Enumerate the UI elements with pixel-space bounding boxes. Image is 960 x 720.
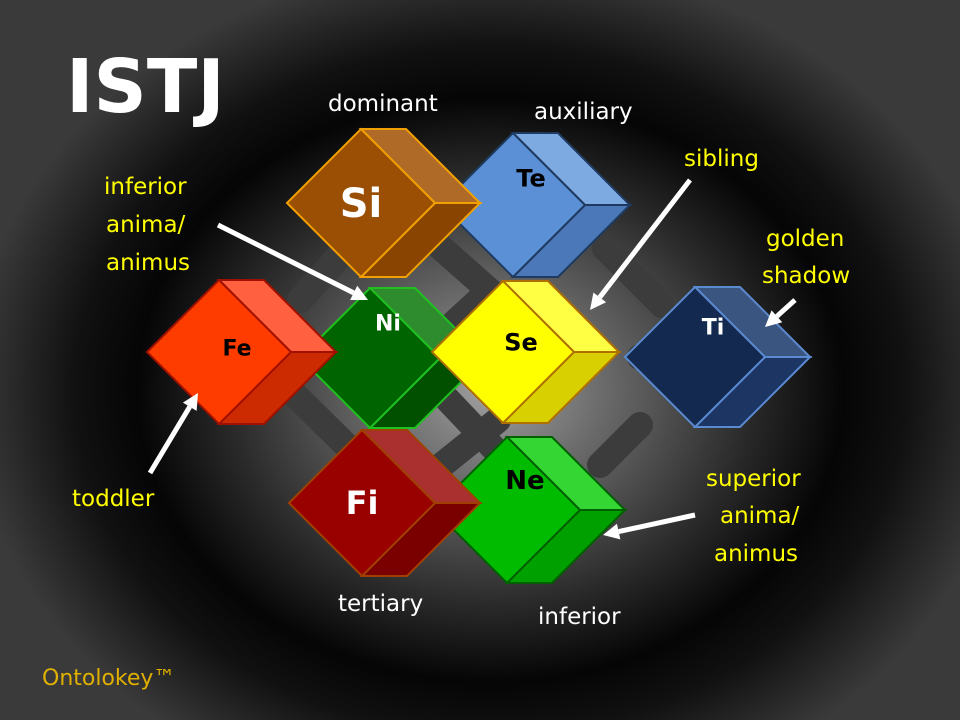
- function-label: Ni: [375, 312, 401, 337]
- label-tertiary: tertiary: [338, 591, 423, 617]
- cube-ti: Ti: [623, 285, 813, 429]
- function-label: Te: [516, 164, 545, 192]
- connector-rod: [439, 279, 501, 338]
- cube-fi: Fi: [287, 428, 483, 578]
- connector-rod: [435, 387, 513, 468]
- cube-te: Te: [439, 131, 633, 279]
- connector-rod: [587, 412, 653, 478]
- label-dominant: dominant: [328, 91, 438, 117]
- label-superior-anima-3: animus: [714, 541, 798, 567]
- pointer-arrows: [147, 178, 797, 540]
- cube-front-face: [439, 131, 587, 279]
- arrow-line: [775, 298, 797, 319]
- cube-front-face: [285, 127, 437, 279]
- type-title: ISTJ: [66, 44, 225, 130]
- arrow-line: [147, 405, 192, 475]
- label-sibling: sibling: [684, 146, 759, 172]
- cube-front-face: [623, 285, 767, 429]
- function-label: Si: [340, 181, 383, 227]
- arrow-line: [597, 178, 692, 299]
- footer-dots: ………: [620, 670, 662, 686]
- label-toddler: toddler: [72, 486, 155, 512]
- cube-se: Se: [430, 279, 622, 425]
- label-superior-anima-2: anima/: [720, 503, 800, 529]
- cube-ne: Ne: [432, 435, 628, 585]
- label-inferior: inferior: [538, 604, 621, 630]
- label-auxiliary: auxiliary: [534, 99, 633, 125]
- connector-rod: [592, 235, 675, 318]
- brand-logo-text: Ontolokey™: [42, 666, 175, 691]
- cube-front-face: [432, 435, 582, 585]
- arrow-line: [618, 512, 696, 535]
- arrow-line: [216, 222, 355, 296]
- cube-si: Si: [285, 127, 483, 279]
- arrow-head-icon: [603, 523, 621, 540]
- arrow-head-icon: [590, 292, 607, 310]
- function-label: Ti: [702, 316, 725, 341]
- connector-rod: [279, 379, 369, 468]
- arrow-head-icon: [182, 393, 198, 411]
- function-label: Se: [504, 328, 538, 356]
- cube-front-face: [430, 279, 576, 425]
- cube-front-face: [287, 428, 437, 578]
- function-label: Fe: [222, 337, 251, 362]
- arrow-head-icon: [350, 285, 368, 300]
- label-inferior-anima-1: inferior: [104, 174, 187, 200]
- label-superior-anima-1: superior: [706, 466, 801, 492]
- label-golden-shadow-2: shadow: [762, 263, 850, 289]
- cube-fe: Fe: [145, 278, 339, 426]
- label-inferior-anima-2: anima/: [106, 212, 186, 238]
- label-inferior-anima-3: animus: [106, 250, 190, 276]
- arrow-head-icon: [765, 310, 783, 327]
- function-label: Ne: [505, 466, 544, 496]
- function-label: Fi: [346, 484, 379, 522]
- label-golden-shadow-1: golden: [766, 226, 844, 252]
